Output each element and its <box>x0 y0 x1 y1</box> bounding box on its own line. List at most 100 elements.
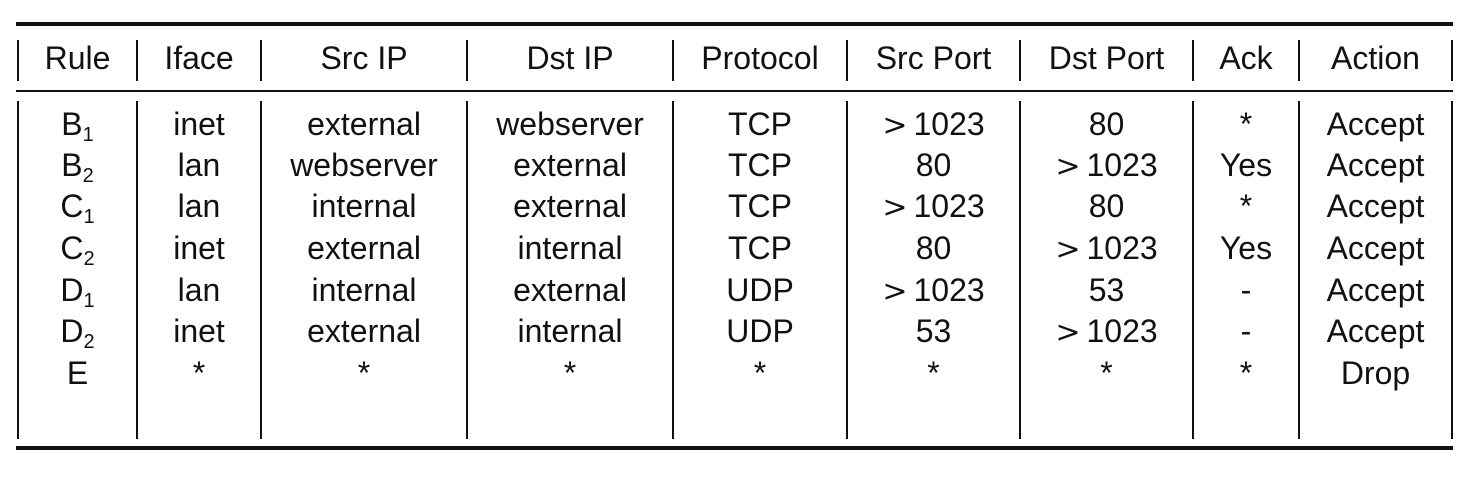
column-divider <box>672 40 674 81</box>
column-divider <box>1019 40 1021 81</box>
column-header-ack: Ack <box>1219 40 1273 76</box>
column-divider <box>846 40 848 81</box>
column-header-action: Action <box>1331 40 1420 76</box>
table-cell-rule: C2 <box>19 228 136 270</box>
table-cell-rule: C1 <box>19 186 136 228</box>
table-cell-rule: D1 <box>19 270 136 311</box>
column-header-iface: Iface <box>164 40 234 76</box>
table-cell-action: Accept <box>1326 188 1425 224</box>
rule-subscript: 1 <box>83 206 95 228</box>
table-cell-src-ip: external <box>307 230 421 266</box>
table-cell-src-ip: internal <box>311 188 417 224</box>
table-cell-dst-port: 80 <box>1088 188 1125 224</box>
table-cell-src-port: >1023 <box>848 104 1019 144</box>
table-cell-action: Accept <box>1326 272 1425 308</box>
column-divider <box>672 101 674 439</box>
port-number: 1023 <box>1086 147 1158 183</box>
table-cell-rule: E <box>19 353 136 393</box>
table-cell-dst-ip: internal <box>517 313 623 349</box>
table-cell-protocol: UDP <box>726 272 794 308</box>
table-cell-src-ip: external <box>307 313 421 349</box>
table-cell-dst-port: >1023 <box>1021 311 1192 351</box>
column-divider <box>17 40 19 81</box>
table-cell-src-port: >1023 <box>848 186 1019 226</box>
table-cell-src-ip: webserver <box>290 147 438 183</box>
rule-letter: C <box>60 188 84 224</box>
table-cell-ack: * <box>1239 188 1253 224</box>
table-cell-dst-port: >1023 <box>1021 145 1192 185</box>
greater-than-sign: > <box>1055 149 1081 184</box>
table-cell-iface: lan <box>177 272 221 308</box>
rule-subscript: 2 <box>82 165 94 187</box>
column-divider <box>1192 101 1194 439</box>
column-divider <box>1451 101 1453 439</box>
column-divider <box>17 101 19 439</box>
rule-letter: C <box>60 230 84 266</box>
column-header-rule: Rule <box>44 40 111 76</box>
rule-letter: B <box>61 106 83 142</box>
table-cell-protocol: TCP <box>728 147 792 183</box>
port-number: 1023 <box>1086 230 1158 266</box>
table-cell-dst-ip: external <box>513 188 627 224</box>
table-cell-ack: Yes <box>1219 230 1273 266</box>
table-cell-protocol: TCP <box>728 230 792 266</box>
table-cell-iface: inet <box>173 106 225 142</box>
table-cell-dst-ip: external <box>513 147 627 183</box>
table-cell-src-ip: external <box>307 106 421 142</box>
table-cell-dst-ip: internal <box>517 230 623 266</box>
table-cell-src-ip: * <box>357 355 371 391</box>
greater-than-sign: > <box>1055 232 1081 267</box>
table-cell-iface: * <box>192 355 206 391</box>
table-cell-action: Accept <box>1326 147 1425 183</box>
column-divider <box>1298 40 1300 81</box>
table-cell-action: Drop <box>1340 355 1411 391</box>
table-cell-protocol: * <box>753 355 767 391</box>
port-number: 1023 <box>913 272 985 308</box>
table-bottom-rule <box>16 446 1453 450</box>
rule-letter: D <box>60 272 84 308</box>
greater-than-sign: > <box>882 108 908 143</box>
table-cell-rule: B2 <box>19 145 136 187</box>
table-cell-dst-ip: * <box>563 355 577 391</box>
table-cell-src-port: 80 <box>915 147 952 183</box>
column-divider <box>260 101 262 439</box>
table-cell-src-port: 53 <box>915 313 952 349</box>
table-cell-action: Accept <box>1326 230 1425 266</box>
column-divider <box>466 101 468 439</box>
table-cell-protocol: TCP <box>728 106 792 142</box>
table-cell-protocol: UDP <box>726 313 794 349</box>
column-divider <box>1019 101 1021 439</box>
table-cell-ack: Yes <box>1219 147 1273 183</box>
table-cell-dst-port: 80 <box>1088 106 1125 142</box>
table-cell-src-port: * <box>927 355 940 391</box>
table-cell-src-ip: internal <box>311 272 417 308</box>
table-cell-iface: inet <box>173 230 225 266</box>
table-cell-rule: B1 <box>19 104 136 145</box>
table-cell-dst-port: >1023 <box>1021 228 1192 268</box>
column-divider <box>1451 40 1453 81</box>
table-header-rule <box>16 90 1453 92</box>
column-divider <box>260 40 262 81</box>
table-cell-rule: D2 <box>19 311 136 352</box>
table-cell-src-port: >1023 <box>848 270 1019 310</box>
table-cell-dst-ip: external <box>513 272 627 308</box>
table-cell-dst-port: * <box>1100 355 1113 391</box>
table-cell-dst-ip: webserver <box>496 106 644 142</box>
port-number: 1023 <box>913 106 985 142</box>
table-cell-ack: * <box>1239 106 1253 142</box>
greater-than-sign: > <box>882 274 908 309</box>
greater-than-sign: > <box>882 190 908 225</box>
rule-subscript: 2 <box>83 248 95 270</box>
greater-than-sign: > <box>1055 315 1081 350</box>
column-divider <box>846 101 848 439</box>
column-divider <box>136 101 138 439</box>
table-cell-ack: - <box>1240 313 1252 349</box>
port-number: 1023 <box>913 188 985 224</box>
table-top-rule <box>16 22 1453 26</box>
rule-letter: D <box>60 313 84 349</box>
table-cell-action: Accept <box>1326 313 1425 349</box>
column-header-src-port: Src Port <box>875 40 992 76</box>
table-cell-iface: lan <box>177 147 221 183</box>
column-header-src-ip: Src IP <box>320 40 408 76</box>
table-cell-protocol: TCP <box>728 188 792 224</box>
